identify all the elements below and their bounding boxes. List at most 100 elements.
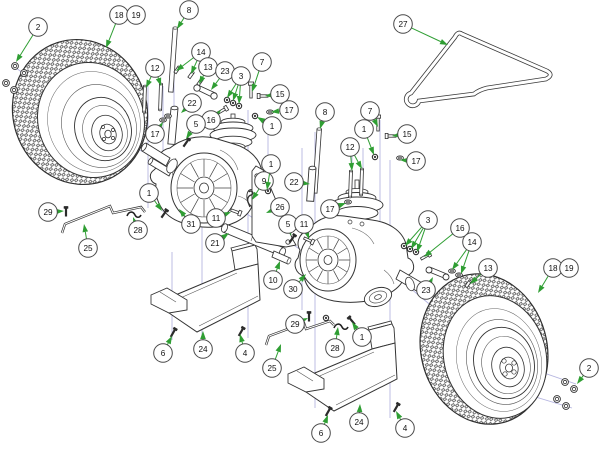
callout-number: 6 — [319, 429, 324, 438]
leader-line — [234, 84, 239, 94]
arrowhead — [191, 65, 197, 74]
rear-wheel-left — [11, 38, 149, 186]
arrowhead — [179, 209, 187, 217]
callout-balloon — [270, 84, 290, 104]
callout-number: 17 — [284, 106, 294, 115]
callout-balloon — [181, 214, 201, 234]
callout-number: 31 — [186, 220, 196, 229]
leader-line — [182, 57, 194, 67]
callout-7: 7 — [252, 52, 272, 72]
washer — [164, 113, 172, 119]
arrowhead — [16, 53, 23, 62]
callout-9: 9 — [254, 171, 274, 191]
spring-clip — [333, 323, 349, 331]
callout-number: 8 — [323, 108, 328, 117]
callout-balloon — [478, 258, 498, 278]
callout-number: 17 — [150, 130, 160, 139]
callout-28: 28 — [128, 220, 148, 240]
callout-23: 23 — [215, 61, 235, 81]
leader-line — [463, 250, 470, 267]
callout-number: 13 — [483, 264, 493, 273]
brake-rod-right — [264, 311, 357, 346]
callout-balloon — [193, 339, 213, 359]
callout-number: 4 — [403, 424, 408, 433]
lug-nut — [562, 402, 570, 410]
callout-number: 24 — [198, 345, 208, 354]
callout-balloon — [462, 232, 482, 252]
leader-line — [148, 76, 152, 81]
callout-number: 29 — [290, 320, 300, 329]
leader-line — [19, 34, 34, 56]
callout-number: 12 — [150, 64, 160, 73]
arrowhead — [146, 79, 152, 88]
callout-number: 13 — [203, 63, 213, 72]
callout-number: 2 — [587, 364, 592, 373]
callout-number: 14 — [467, 238, 477, 247]
callout-number: 26 — [275, 203, 285, 212]
callout-balloon — [153, 343, 173, 363]
callout-number: 12 — [345, 143, 355, 152]
arrowhead — [271, 108, 280, 114]
cotter-pin — [63, 206, 69, 217]
arrowhead — [352, 322, 359, 331]
callout-number: 27 — [398, 20, 408, 29]
guard-bolt — [168, 326, 178, 339]
callout-number: 28 — [133, 226, 143, 235]
callout-number: 5 — [194, 120, 199, 129]
callout-balloon — [284, 172, 304, 192]
callout-balloon — [406, 151, 426, 171]
arrowhead — [355, 160, 362, 169]
washer — [448, 268, 456, 274]
arrowhead — [232, 92, 239, 101]
callout-balloon — [38, 202, 58, 222]
callout-6: 6 — [311, 423, 331, 443]
callout-12: 12 — [340, 137, 360, 157]
arrowhead — [337, 203, 346, 209]
arrowhead — [416, 243, 423, 252]
callout-1: 1 — [262, 116, 282, 136]
callout-number: 9 — [262, 177, 267, 186]
callout-2: 2 — [579, 358, 599, 378]
clevis-pin — [359, 167, 364, 197]
cotter-pin — [306, 311, 312, 322]
callout-number: 6 — [161, 349, 166, 358]
callout-17: 17 — [406, 151, 426, 171]
callout-1: 1 — [354, 119, 374, 139]
arrowhead — [155, 77, 162, 86]
callout-number: 18 — [114, 11, 124, 20]
callout-number: 5 — [286, 220, 291, 229]
callout-number: 28 — [330, 344, 340, 353]
lug-nut — [2, 79, 10, 87]
leader-line — [193, 60, 198, 67]
callout-number: 1 — [270, 122, 275, 131]
brake-rod-left — [60, 204, 146, 234]
arrowhead — [577, 375, 585, 384]
lug-hole — [511, 369, 517, 375]
callout-number: 1 — [269, 160, 274, 169]
callout-29: 29 — [285, 314, 305, 334]
leader-line — [215, 78, 220, 84]
arrowhead — [227, 89, 234, 98]
callout-13: 13 — [478, 258, 498, 278]
callout-balloon — [145, 58, 165, 78]
washer — [344, 199, 352, 205]
callout-10: 10 — [263, 270, 283, 290]
arrowhead — [470, 276, 478, 284]
callout-balloon — [349, 412, 369, 432]
callout-13: 13 — [198, 57, 218, 77]
callout-balloon — [270, 197, 290, 217]
callout-balloon — [28, 17, 48, 37]
leader-line — [108, 23, 117, 41]
callout-23: 23 — [416, 280, 436, 300]
hook-bolt — [246, 190, 254, 208]
guard-plate-left — [150, 241, 261, 333]
drive-belt — [403, 30, 553, 109]
leader-line — [267, 173, 271, 183]
callout-25: 25 — [78, 238, 98, 258]
leader-line — [354, 154, 359, 163]
callout-balloon — [145, 124, 165, 144]
callout-number: 4 — [243, 349, 248, 358]
callout-number: 15 — [402, 130, 412, 139]
arrowhead — [274, 261, 280, 270]
callout-balloon — [294, 214, 314, 234]
